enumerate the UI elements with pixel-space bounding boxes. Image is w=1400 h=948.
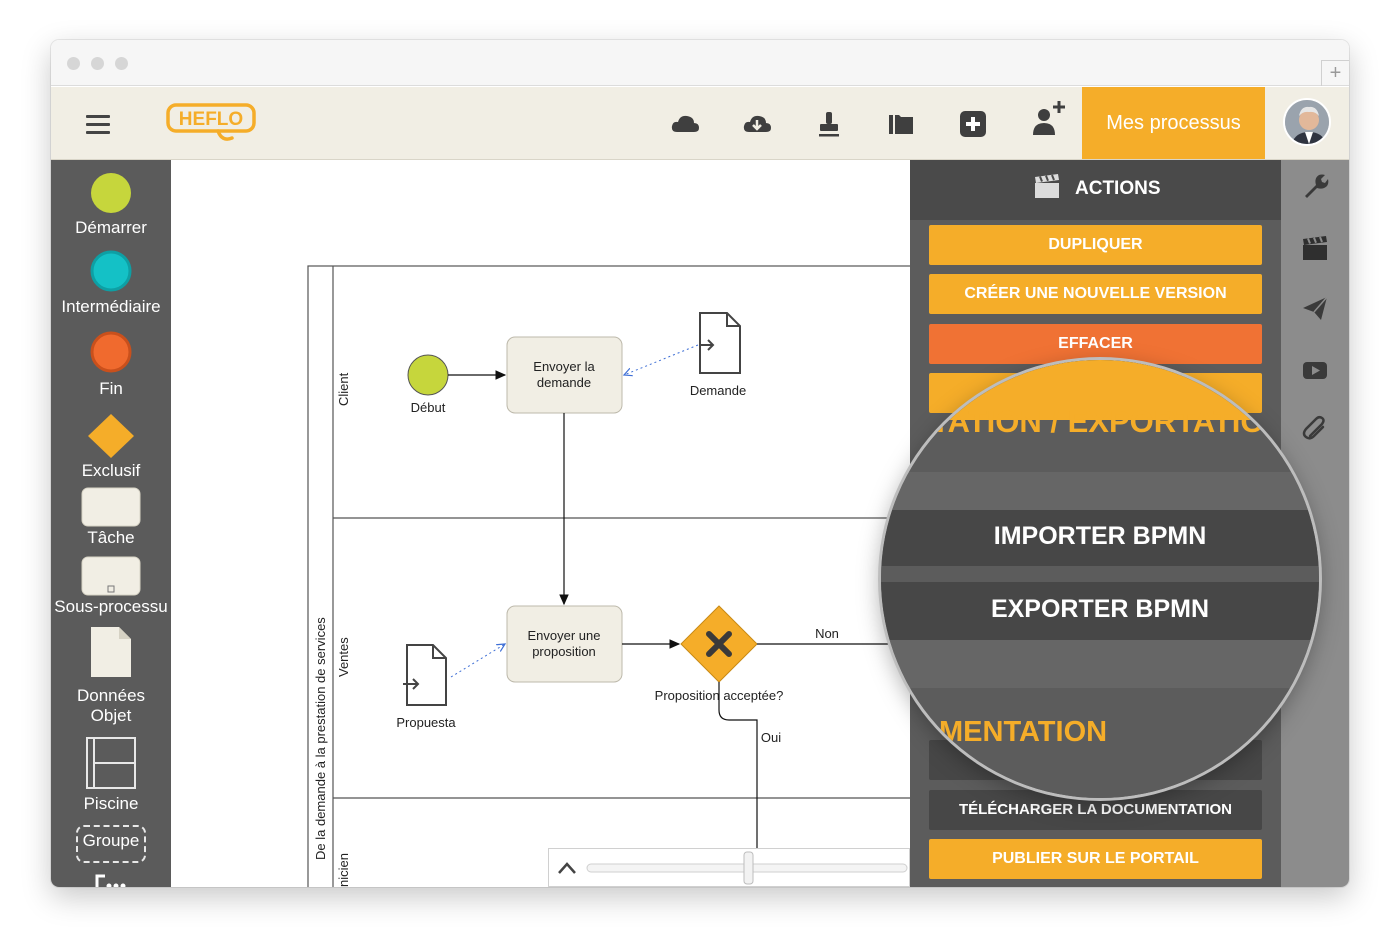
palette-sub-process[interactable] — [51, 556, 171, 596]
actions-title: ACTIONS — [1075, 178, 1161, 199]
window-minimize-dot[interactable] — [91, 57, 104, 70]
effacer-button[interactable]: EFFACER — [929, 324, 1262, 364]
import-export-heading: TATION / EXPORTATIO — [931, 404, 1265, 439]
task-icon — [81, 487, 141, 527]
flow-label-oui: Oui — [761, 730, 781, 745]
hamburger-menu-icon[interactable] — [86, 115, 110, 135]
add-square-icon[interactable] — [957, 108, 989, 140]
window-close-dot[interactable] — [67, 57, 80, 70]
lane-label-client: Client — [336, 372, 351, 406]
clapperboard-icon — [1035, 174, 1059, 198]
browser-window: + HEFLO — [51, 40, 1349, 887]
lane-label-technicien: nicien — [336, 853, 351, 887]
nouvelle-version-button[interactable]: CRÉER UNE NOUVELLE VERSION — [929, 274, 1262, 314]
exporter-bpmn-button[interactable]: EXPORTER BPMN — [881, 582, 1319, 640]
sub-process-marker-icon — [107, 585, 115, 593]
data-object-demande — [699, 312, 741, 374]
actions-header: ACTIONS — [910, 160, 1281, 220]
palette-intermediate-event[interactable] — [51, 249, 171, 293]
palette-data-object[interactable] — [51, 625, 171, 679]
palette-label: Exclusif — [81, 461, 141, 480]
zoom-slider-handle — [743, 851, 754, 885]
palette-label: Intermédiaire — [61, 297, 161, 316]
publier-portail-button[interactable]: PUBLIER SUR LE PORTAIL — [929, 839, 1262, 879]
data-association — [450, 644, 505, 678]
exporter-bpmn-label: EXPORTER BPMN — [990, 595, 1210, 623]
gateway-diamond-icon — [88, 414, 134, 458]
data-association — [624, 344, 699, 375]
importer-bpmn-label: IMPORTER BPMN — [993, 522, 1207, 550]
zoom-control — [548, 848, 910, 887]
data-object-label: Propuesta — [396, 715, 456, 730]
flow-label-non: Non — [815, 626, 839, 641]
magnifier-lens: TATION / EXPORTATIO IMPORTER BPMN EXPORT… — [881, 360, 1319, 798]
documentation-heading: MENTATION — [939, 716, 1108, 748]
palette-label: Tâche — [87, 528, 135, 547]
user-avatar[interactable] — [1283, 98, 1331, 146]
folder-icon[interactable] — [885, 108, 917, 140]
task-label-line: Envoyer une — [528, 628, 601, 643]
app-header: HEFLO Mes processus — [51, 87, 1349, 160]
logo-text: HEFLO — [179, 109, 243, 130]
lane-label-ventes: Ventes — [336, 637, 351, 677]
bpmn-palette: Démarrer Intermédiaire Fin Exclusif Tâch… — [51, 160, 171, 887]
pool-icon — [86, 737, 136, 789]
palette-more-icon[interactable] — [51, 872, 171, 887]
palette-label: Groupe — [82, 831, 140, 850]
add-user-icon[interactable] — [1029, 99, 1069, 139]
cloud-icon[interactable] — [669, 108, 701, 140]
palette-end-event[interactable] — [51, 330, 171, 374]
sequence-flow-oui — [718, 682, 758, 887]
paper-plane-icon[interactable] — [1301, 294, 1329, 322]
start-event-icon — [91, 173, 131, 213]
palette-task[interactable] — [51, 487, 171, 527]
task-label-line: Envoyer la — [533, 359, 595, 374]
data-object-propuesta — [403, 644, 447, 706]
importer-bpmn-button[interactable]: IMPORTER BPMN — [881, 510, 1319, 566]
palette-start-event[interactable] — [51, 171, 171, 215]
task-label-line: demande — [537, 375, 591, 390]
palette-label: Démarrer — [75, 218, 147, 237]
intermediate-event-icon — [90, 250, 132, 292]
chevron-up-icon — [558, 862, 576, 874]
bpmn-diagram[interactable]: De la demande à la prestation de service… — [171, 160, 910, 887]
palette-pool[interactable] — [51, 737, 171, 789]
palette-exclusive-gateway[interactable] — [51, 413, 171, 459]
clapperboard-icon[interactable] — [1301, 234, 1329, 262]
end-event-icon — [90, 331, 132, 373]
mes-processus-button[interactable]: Mes processus — [1082, 87, 1265, 159]
stamp-icon[interactable] — [813, 108, 845, 140]
gateway-x-icon — [706, 631, 732, 657]
diagram-canvas[interactable]: De la demande à la prestation de service… — [171, 160, 910, 887]
task-label-line: proposition — [532, 644, 596, 659]
data-object-label: Demande — [690, 383, 746, 398]
data-object-icon — [91, 627, 131, 677]
window-titlebar: + — [51, 40, 1349, 86]
cloud-download-icon[interactable] — [741, 108, 773, 140]
heflo-logo[interactable]: HEFLO — [166, 102, 258, 146]
palette-group[interactable] — [51, 825, 171, 863]
start-event — [407, 354, 449, 396]
pool — [307, 265, 910, 887]
palette-label: Fin — [99, 379, 123, 398]
new-tab-button[interactable]: + — [1321, 60, 1349, 86]
palette-label: Données Objet — [76, 686, 146, 725]
pool-label: De la demande à la prestation de service… — [313, 617, 328, 860]
palette-label: Piscine — [83, 794, 139, 813]
dupliquer-button[interactable]: DUPLIQUER — [929, 225, 1262, 265]
wrench-icon[interactable] — [1301, 172, 1329, 200]
window-maximize-dot[interactable] — [115, 57, 128, 70]
palette-label: Sous-processu — [54, 597, 168, 616]
start-event-label: Début — [411, 400, 446, 415]
